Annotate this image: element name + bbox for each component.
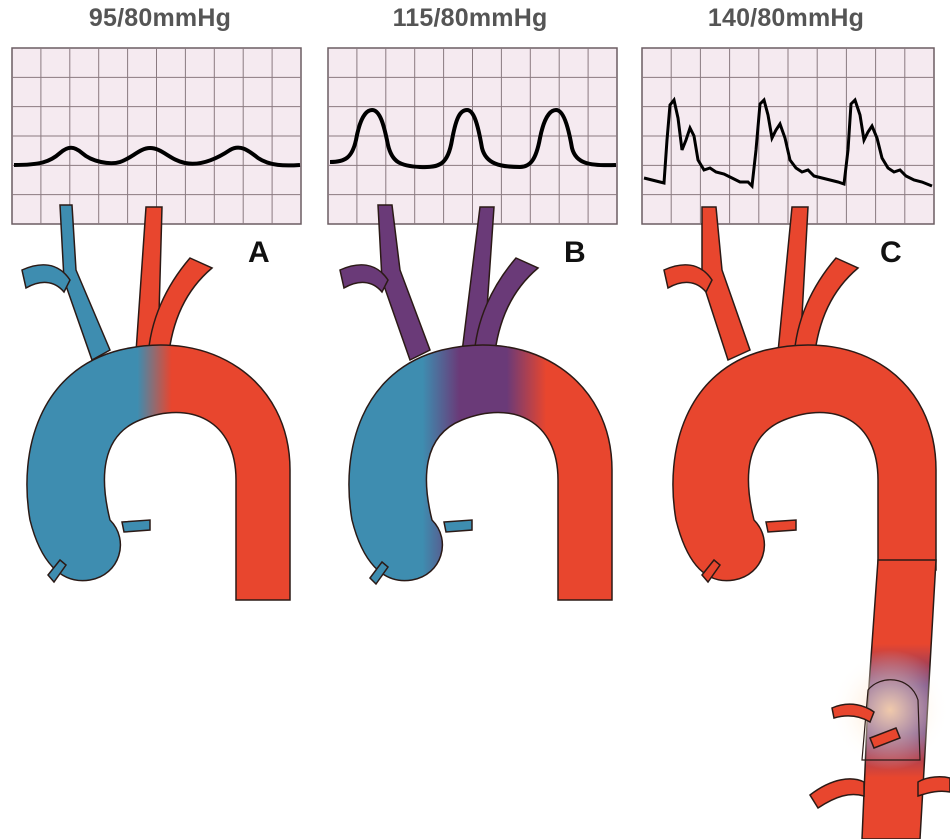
waveform-panel-b [328,48,617,224]
aortic-arch [349,345,612,600]
left-renal-artery [810,779,864,808]
panel-label-a: A [248,236,270,270]
waveform-panel-c [642,48,934,224]
waveform-panel-a [12,48,301,224]
coronary-vessel-right [122,520,150,532]
coronary-vessel-right [766,520,796,532]
coronary-vessel-right [444,520,472,532]
panel-label-c: C [880,236,902,270]
aorta-c [664,207,950,839]
aortic-arch [27,345,290,600]
panel-label-b: B [564,236,586,270]
right-renal-artery [918,777,950,796]
aortic-arch [673,345,936,581]
